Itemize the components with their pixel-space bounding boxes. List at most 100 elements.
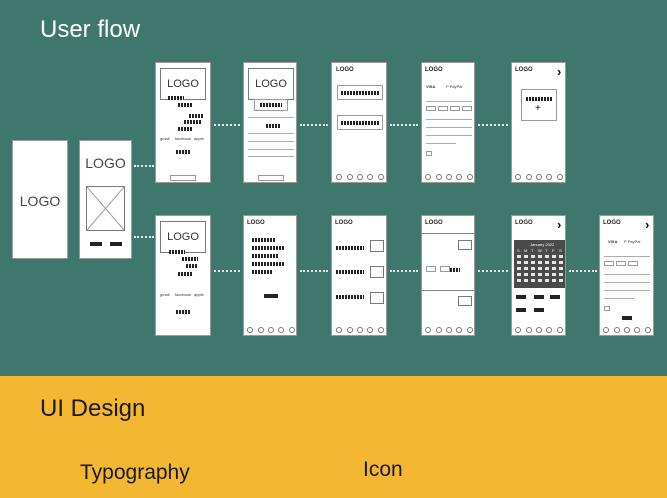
- chip[interactable]: [628, 261, 638, 266]
- chip[interactable]: [450, 106, 460, 111]
- social-apple[interactable]: apple: [194, 136, 204, 141]
- chip[interactable]: [462, 106, 472, 111]
- calendar-day[interactable]: [517, 255, 521, 258]
- field[interactable]: [248, 117, 294, 118]
- tab-bar[interactable]: [513, 326, 565, 334]
- chevron-right-icon[interactable]: ›: [645, 217, 650, 232]
- calendar-day[interactable]: [517, 273, 521, 276]
- field[interactable]: [248, 141, 294, 142]
- calendar-day[interactable]: [552, 273, 556, 276]
- login-screen[interactable]: LOGO gmail facebook apple: [155, 62, 211, 183]
- calendar-day[interactable]: [559, 273, 563, 276]
- add-item-screen[interactable]: LOGO › +: [511, 62, 566, 183]
- time-slot[interactable]: [534, 295, 544, 299]
- field[interactable]: [426, 143, 456, 144]
- calendar-day[interactable]: [559, 261, 563, 264]
- time-slot[interactable]: [534, 308, 544, 312]
- field[interactable]: [248, 156, 294, 157]
- detail-screen[interactable]: LOGO: [421, 215, 475, 336]
- time-slot[interactable]: [516, 295, 526, 299]
- calendar-day[interactable]: [524, 279, 528, 282]
- calendar-day[interactable]: [552, 261, 556, 264]
- calendar-day[interactable]: [524, 267, 528, 270]
- calendar-day[interactable]: [559, 279, 563, 282]
- calendar-day[interactable]: [552, 267, 556, 270]
- calendar-day[interactable]: [545, 279, 549, 282]
- payment-screen-2[interactable]: LOGO › VISA P PayPal: [599, 215, 654, 336]
- field[interactable]: [604, 256, 650, 257]
- time-slot[interactable]: [516, 308, 526, 312]
- calendar-day[interactable]: [559, 267, 563, 270]
- chip[interactable]: [426, 266, 436, 272]
- field[interactable]: [604, 298, 634, 299]
- button[interactable]: [170, 175, 196, 181]
- calendar-day[interactable]: [517, 261, 521, 264]
- signup-button[interactable]: [110, 242, 122, 246]
- chip[interactable]: [616, 261, 626, 266]
- pay-button[interactable]: [622, 316, 632, 320]
- calendar-day[interactable]: [531, 279, 535, 282]
- field[interactable]: [604, 290, 650, 291]
- splash-screen[interactable]: LOGO: [12, 140, 68, 259]
- social-facebook[interactable]: facebook: [175, 292, 192, 297]
- calendar-day[interactable]: [517, 267, 521, 270]
- login-screen-2[interactable]: LOGO gmail facebook apple: [155, 215, 211, 336]
- chip[interactable]: [426, 106, 436, 111]
- signup-screen[interactable]: LOGO: [243, 62, 297, 183]
- field[interactable]: [426, 119, 472, 120]
- calendar-day[interactable]: [552, 255, 556, 258]
- calendar-day[interactable]: [524, 255, 528, 258]
- calendar-day[interactable]: [538, 255, 542, 258]
- calendar-day[interactable]: [531, 261, 535, 264]
- social-gmail[interactable]: gmail: [160, 136, 170, 141]
- calendar-day[interactable]: [531, 255, 535, 258]
- calendar-day[interactable]: [538, 279, 542, 282]
- calendar-day[interactable]: [559, 255, 563, 258]
- calendar-day[interactable]: [552, 279, 556, 282]
- checkbox[interactable]: [604, 306, 610, 311]
- tab-bar[interactable]: [334, 173, 386, 181]
- add-card[interactable]: [521, 89, 557, 121]
- calendar-day[interactable]: [545, 273, 549, 276]
- list-screen[interactable]: LOGO: [331, 215, 387, 336]
- tab-bar[interactable]: [423, 326, 474, 334]
- checkbox[interactable]: [426, 151, 432, 156]
- field[interactable]: [426, 135, 472, 136]
- chevron-right-icon[interactable]: ›: [557, 217, 562, 232]
- field[interactable]: [248, 133, 294, 134]
- options-screen[interactable]: LOGO: [331, 62, 387, 183]
- chevron-right-icon[interactable]: ›: [557, 64, 562, 79]
- calendar-day[interactable]: [524, 273, 528, 276]
- social-apple[interactable]: apple: [194, 292, 204, 297]
- payment-screen[interactable]: LOGO VISA P PayPal: [421, 62, 475, 183]
- plus-icon[interactable]: +: [535, 103, 541, 114]
- field[interactable]: [248, 149, 294, 150]
- chip[interactable]: [438, 106, 448, 111]
- calendar-day[interactable]: [538, 273, 542, 276]
- calendar-day[interactable]: [531, 273, 535, 276]
- tab-bar[interactable]: [334, 326, 386, 334]
- calendar-day[interactable]: [545, 261, 549, 264]
- button[interactable]: [264, 294, 278, 298]
- calendar-day[interactable]: [517, 279, 521, 282]
- calendar-day[interactable]: [545, 255, 549, 258]
- calendar-day[interactable]: [524, 261, 528, 264]
- form-screen[interactable]: LOGO: [243, 215, 297, 336]
- field[interactable]: [426, 101, 472, 102]
- calendar-day[interactable]: [538, 267, 542, 270]
- tab-bar[interactable]: [601, 326, 653, 334]
- button[interactable]: [258, 175, 284, 181]
- social-facebook[interactable]: facebook: [175, 136, 192, 141]
- social-gmail[interactable]: gmail: [160, 292, 170, 297]
- calendar-day[interactable]: [531, 267, 535, 270]
- intro-screen[interactable]: LOGO: [79, 140, 132, 259]
- tab-bar[interactable]: [423, 173, 474, 181]
- chip[interactable]: [440, 266, 450, 272]
- tab-bar[interactable]: [245, 326, 296, 334]
- calendar-day[interactable]: [538, 261, 542, 264]
- tab-bar[interactable]: [513, 173, 565, 181]
- field[interactable]: [426, 127, 472, 128]
- field[interactable]: [604, 274, 650, 275]
